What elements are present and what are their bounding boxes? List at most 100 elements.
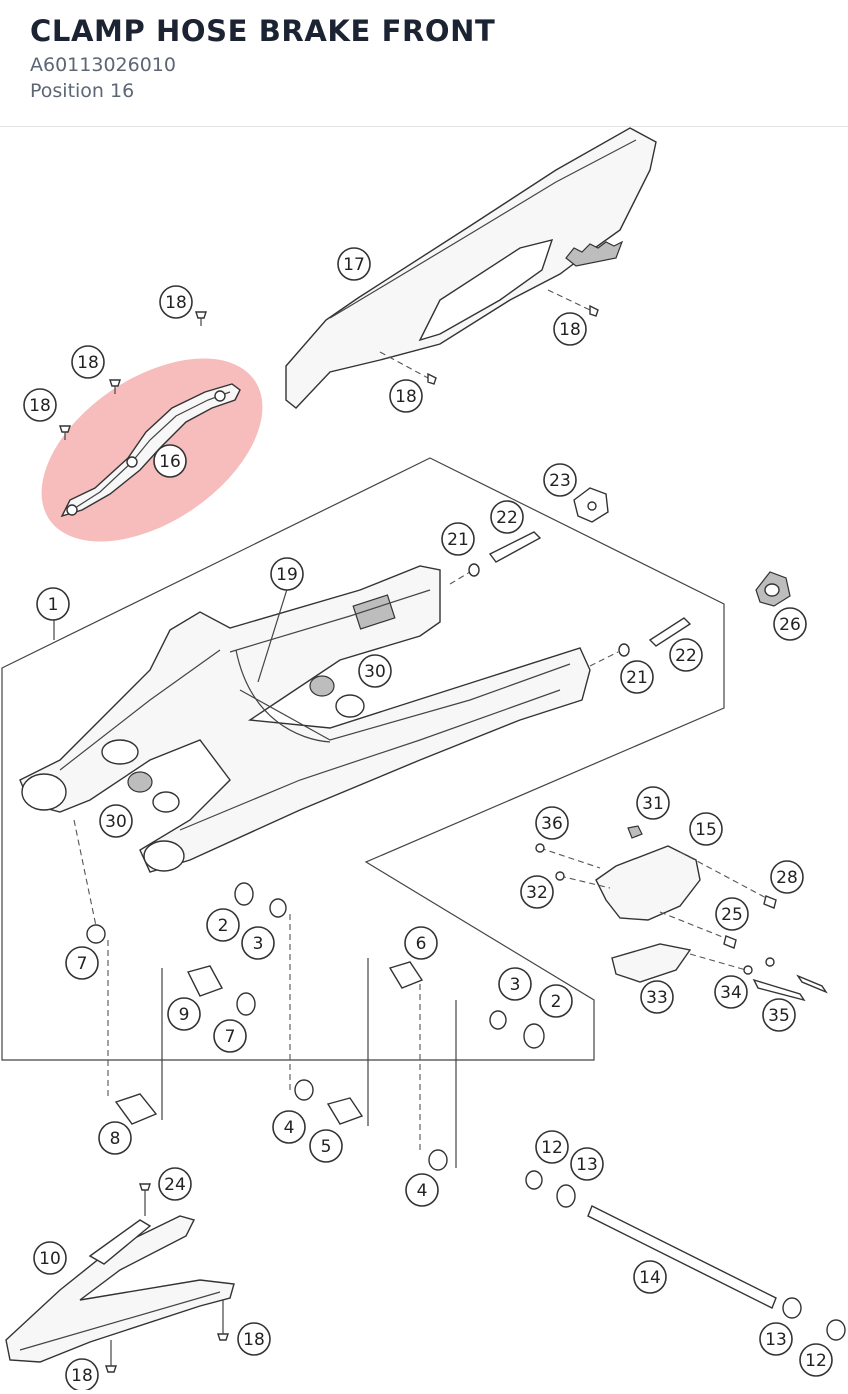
callout-10[interactable]: 10 [33, 1241, 67, 1275]
callout-label: 35 [768, 1006, 790, 1026]
callout-15[interactable]: 15 [689, 812, 723, 846]
callout-16[interactable]: 16 [153, 444, 187, 478]
callout-28[interactable]: 28 [770, 860, 804, 894]
callout-18[interactable]: 18 [389, 379, 423, 413]
callout-31[interactable]: 31 [636, 786, 670, 820]
callout-circle [153, 444, 187, 478]
callout-23[interactable]: 23 [543, 463, 577, 497]
screw-parts [59, 311, 207, 440]
callout-label: 25 [721, 905, 743, 925]
callout-circle [337, 247, 371, 281]
callout-label: 2 [551, 992, 562, 1012]
callout-14[interactable]: 14 [633, 1260, 667, 1294]
rear-axle-part[interactable] [525, 1170, 846, 1341]
callout-label: 34 [720, 983, 742, 1003]
callout-30[interactable]: 30 [358, 654, 392, 688]
hose-part[interactable] [235, 649, 331, 743]
callout-circle [71, 345, 105, 379]
callout-18[interactable]: 18 [159, 285, 193, 319]
callout-1[interactable]: 1 [36, 587, 70, 621]
callout-22[interactable]: 22 [490, 500, 524, 534]
callout-label: 14 [639, 1268, 661, 1288]
callout-13[interactable]: 13 [570, 1147, 604, 1181]
callout-19[interactable]: 19 [270, 557, 304, 591]
callout-18[interactable]: 18 [23, 388, 57, 422]
callout-circle [237, 1322, 271, 1356]
callout-circle [389, 379, 423, 413]
callout-circle [358, 654, 392, 688]
callout-22[interactable]: 22 [669, 638, 703, 672]
callout-4[interactable]: 4 [272, 1110, 306, 1144]
callout-label: 19 [276, 565, 298, 585]
callout-26[interactable]: 26 [773, 607, 807, 641]
swingarm-box-outline [1, 457, 725, 1061]
callout-21[interactable]: 21 [441, 522, 475, 556]
callout-7[interactable]: 7 [213, 1019, 247, 1053]
callout-12[interactable]: 12 [535, 1130, 569, 1164]
callout-33[interactable]: 33 [640, 980, 674, 1014]
callout-7[interactable]: 7 [65, 946, 99, 980]
callout-label: 18 [559, 320, 581, 340]
callout-30[interactable]: 30 [99, 804, 133, 838]
callout-13[interactable]: 13 [759, 1322, 793, 1356]
chain-slider-part[interactable] [5, 1215, 235, 1363]
callout-label: 18 [243, 1330, 265, 1350]
callout-12[interactable]: 12 [799, 1343, 833, 1377]
callout-34[interactable]: 34 [714, 975, 748, 1009]
callout-18[interactable]: 18 [65, 1358, 99, 1392]
callout-circle [65, 946, 99, 980]
callout-circle [206, 908, 240, 942]
callout-21[interactable]: 21 [620, 660, 654, 694]
callout-circle [98, 1121, 132, 1155]
callout-circle [33, 1241, 67, 1275]
part-position: Position 16 [30, 80, 135, 102]
callout-4[interactable]: 4 [405, 1173, 439, 1207]
clamp-hose-brake-part[interactable] [60, 383, 241, 518]
callout-circle [633, 1260, 667, 1294]
callout-label: 18 [165, 293, 187, 313]
callout-18[interactable]: 18 [71, 345, 105, 379]
callout-24[interactable]: 24 [158, 1167, 192, 1201]
callout-8[interactable]: 8 [98, 1121, 132, 1155]
callout-32[interactable]: 32 [520, 875, 554, 909]
callout-label: 16 [159, 452, 181, 472]
callout-circle [498, 967, 532, 1001]
callout-circle [405, 1173, 439, 1207]
callout-25[interactable]: 25 [715, 897, 749, 931]
callout-3[interactable]: 3 [498, 967, 532, 1001]
callout-circle [158, 1167, 192, 1201]
slider-screws [105, 1183, 229, 1373]
plug-parts-30 [127, 675, 365, 813]
callout-label: 6 [416, 934, 427, 954]
callout-circle [270, 557, 304, 591]
callout-3[interactable]: 3 [241, 926, 275, 960]
callout-label: 12 [805, 1351, 827, 1371]
callout-17[interactable]: 17 [337, 247, 371, 281]
callout-circle [773, 607, 807, 641]
callout-label: 22 [496, 508, 518, 528]
callout-circle [99, 804, 133, 838]
callout-36[interactable]: 36 [535, 806, 569, 840]
caliper-bracket-part[interactable] [535, 825, 777, 949]
callout-2[interactable]: 2 [206, 908, 240, 942]
callout-circle [689, 812, 723, 846]
swingarm-part[interactable] [19, 565, 591, 873]
callout-label: 24 [164, 1175, 186, 1195]
callout-9[interactable]: 9 [167, 997, 201, 1031]
part-number: A60113026010 [30, 54, 176, 76]
callout-5[interactable]: 5 [309, 1129, 343, 1163]
callout-circle [714, 975, 748, 1009]
callout-18[interactable]: 18 [237, 1322, 271, 1356]
callout-label: 10 [39, 1249, 61, 1269]
callout-2[interactable]: 2 [539, 984, 573, 1018]
chain-guard-part[interactable] [285, 127, 657, 409]
callout-label: 1 [48, 595, 59, 615]
callout-circle [799, 1343, 833, 1377]
callout-label: 13 [765, 1330, 787, 1350]
callout-circle [272, 1110, 306, 1144]
callout-6[interactable]: 6 [404, 926, 438, 960]
callout-18[interactable]: 18 [553, 312, 587, 346]
callout-35[interactable]: 35 [762, 998, 796, 1032]
callout-circle [159, 285, 193, 319]
